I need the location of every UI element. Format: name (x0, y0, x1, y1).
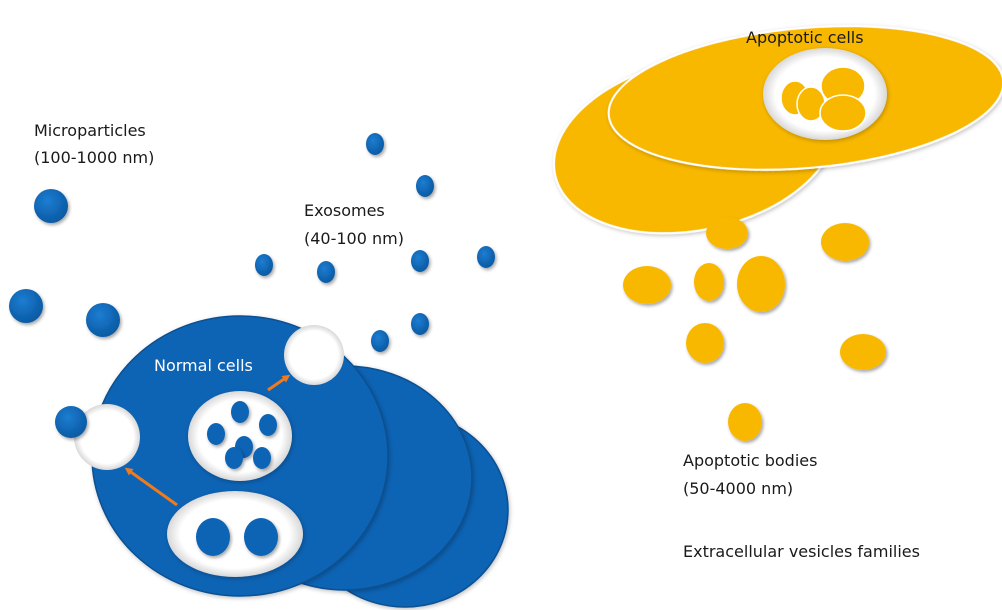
exosome (366, 133, 384, 155)
apoptotic-fragment (819, 94, 867, 132)
apoptotic-bodies-label: Apoptotic bodies (683, 451, 817, 470)
exosomes-size-label: (40-100 nm) (304, 229, 404, 248)
intraluminal-vesicle (231, 401, 249, 423)
microparticle-release-arrow (124, 467, 178, 507)
apoptotic-cells-group (553, 25, 1002, 249)
apoptotic-body (840, 334, 886, 370)
microparticle (86, 303, 120, 337)
microparticles-group (9, 189, 120, 438)
microparticle (55, 406, 87, 438)
exosome (255, 254, 273, 276)
apoptotic-body (686, 323, 724, 363)
apoptotic-body (623, 266, 671, 304)
exosomes-group (255, 133, 495, 352)
microparticles-label: Microparticles (34, 121, 146, 140)
exosome (411, 313, 429, 335)
apoptotic-body (737, 256, 785, 312)
apoptotic-bodies-size-label: (50-4000 nm) (683, 479, 793, 498)
normal-cells-label: Normal cells (154, 356, 253, 375)
exosome (416, 175, 434, 197)
exosome-release-arrow (267, 374, 291, 392)
intraluminal-vesicle (225, 447, 243, 469)
intraluminal-vesicle (259, 414, 277, 436)
microparticles-size-label: (100-1000 nm) (34, 148, 154, 167)
budding-site-top (284, 325, 344, 385)
microvesicle (244, 518, 278, 556)
exosome (411, 250, 429, 272)
microparticle (9, 289, 43, 323)
budding-site-left (74, 404, 140, 470)
apoptotic-bodies-group (623, 223, 886, 441)
apoptotic-cells-label: Apoptotic cells (746, 28, 864, 47)
vesicle-vacuole (167, 491, 303, 577)
exosomes-label: Exosomes (304, 201, 385, 220)
apoptotic-body (694, 263, 724, 301)
apoptotic-body (728, 403, 762, 441)
microparticle (34, 189, 68, 223)
microvesicle (196, 518, 230, 556)
diagram-title: Extracellular vesicles families (683, 542, 920, 561)
exosome (477, 246, 495, 268)
intraluminal-vesicle (207, 423, 225, 445)
exosome (317, 261, 335, 283)
apoptotic-bleb (706, 217, 748, 249)
normal-cells-group (74, 315, 509, 608)
exosome (371, 330, 389, 352)
apoptotic-body (821, 223, 869, 261)
intraluminal-vesicle (253, 447, 271, 469)
